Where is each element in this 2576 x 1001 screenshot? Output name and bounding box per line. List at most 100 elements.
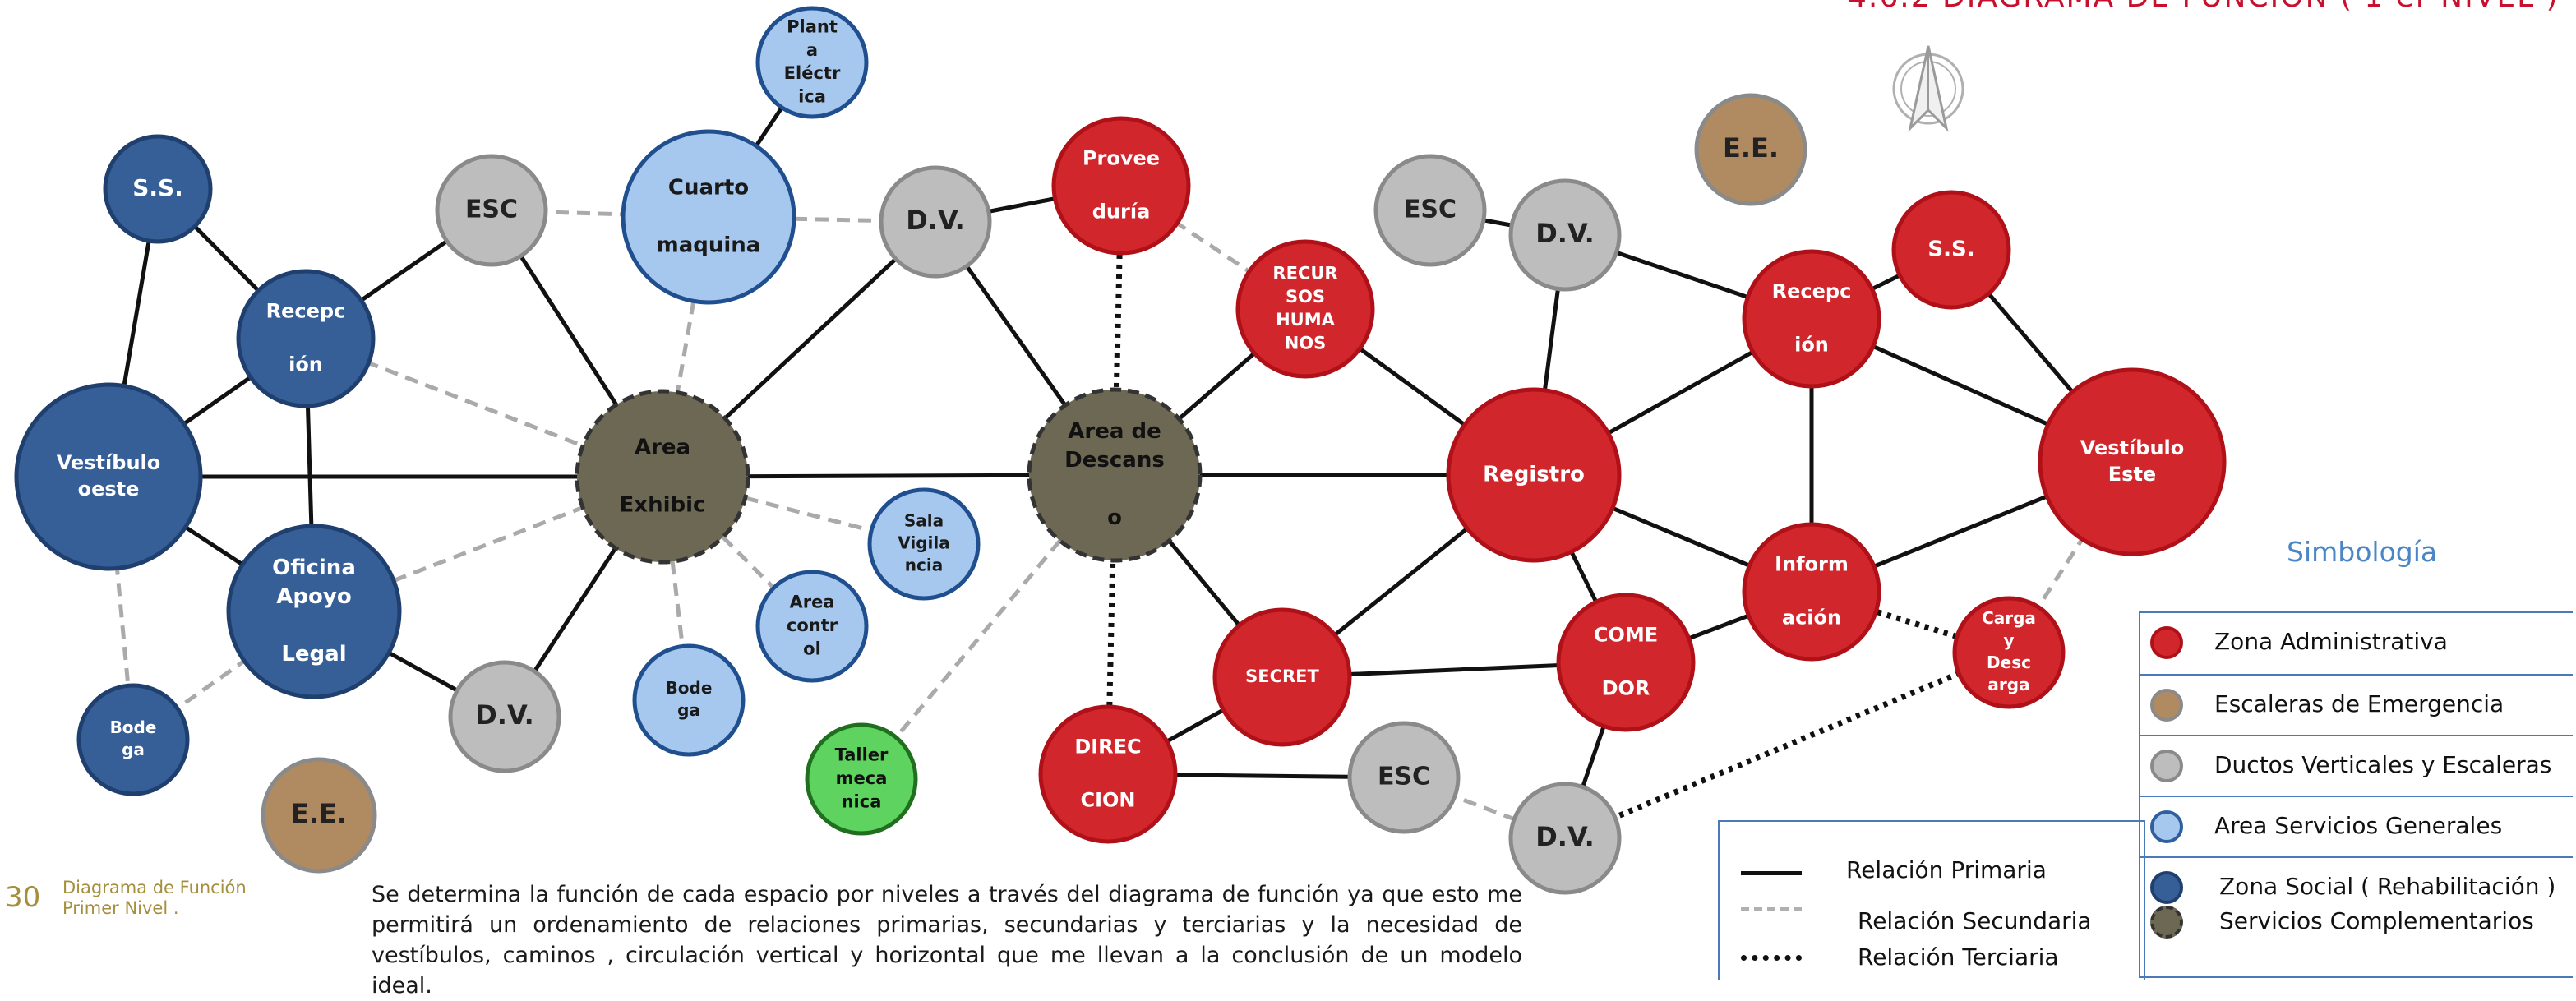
node-label: Taller: [835, 745, 889, 765]
node-label: Exhibic: [620, 493, 706, 518]
legend-item-label: Servicios Complementarios: [2219, 907, 2534, 934]
node-label: COME: [1594, 624, 1658, 647]
node-label: y: [2003, 630, 2014, 650]
legend-item-label: Escaleras de Emergencia: [2214, 690, 2504, 717]
node-label: Recepc: [1772, 280, 1852, 303]
node-label: Oficina: [272, 556, 356, 580]
edge-secundaria: [2006, 460, 2135, 654]
node-label: ESC: [465, 196, 518, 224]
legend-item: Zona Administrativa: [2140, 613, 2573, 674]
node-label: Este: [2108, 463, 2156, 486]
node-label: D.V.: [906, 205, 965, 236]
node-esc-oeste: ESC: [435, 154, 548, 267]
node-label: Sala: [904, 511, 944, 531]
node-circle: [236, 269, 376, 408]
node-circle: [755, 570, 869, 683]
node-label: Cuarto: [668, 175, 749, 200]
edge-terciaria: [1563, 649, 2010, 842]
node-label: Plant: [787, 16, 838, 36]
legend-item: Zona Social ( Rehabilitación ): [2140, 856, 2573, 919]
node-label: ESC: [1378, 763, 1430, 791]
node-label: o: [1107, 505, 1122, 530]
legend-item-label: Area Servicios Generales: [2214, 812, 2503, 839]
node-label: Bode: [110, 717, 157, 737]
node-label: ncia: [905, 556, 943, 575]
node-label: oeste: [78, 477, 140, 501]
node-label: Desc: [1987, 653, 2031, 672]
node-label: Apoyo: [276, 584, 351, 609]
node-dv-centro: D.V.: [879, 165, 992, 279]
diagram-heading: 4.6.2 DIAGRAMA DE FUNCIÓN ( 1 er NIVEL ): [1848, 0, 2560, 14]
page-number: 30: [5, 881, 41, 914]
node-label: ión: [1794, 333, 1829, 356]
node-circle: [1742, 522, 1881, 662]
primary-line-sample: [1741, 871, 1802, 875]
caption-line-2: Primer Nivel .: [62, 898, 179, 918]
node-label: ESC: [1404, 196, 1457, 224]
node-circle: [1508, 782, 1622, 895]
swatch-social-icon: [2150, 871, 2183, 904]
caption: Diagrama de Función Primer Nivel .: [62, 878, 247, 919]
node-label: ol: [803, 639, 821, 658]
node-label: ión: [289, 353, 323, 376]
description-paragraph: Se determina la función de cada espacio …: [372, 882, 1522, 999]
simbologia-title: Simbología: [2287, 536, 2438, 568]
node-label: Area: [789, 593, 834, 612]
node-label: Bode: [666, 678, 713, 698]
node-circle: [1027, 387, 1203, 563]
node-circle: [1051, 116, 1191, 256]
node-label: D.V.: [1535, 821, 1595, 852]
node-registro: Registro: [1446, 387, 1622, 563]
node-label: duría: [1092, 200, 1151, 223]
node-esc-centro: ESC: [1373, 154, 1487, 267]
node-circle: [226, 524, 402, 699]
node-label: a: [806, 40, 818, 60]
node-circle: [448, 660, 561, 773]
caption-line-1: Diagrama de Función: [62, 878, 247, 897]
node-dv-este: D.V.: [1508, 178, 1622, 292]
node-circle: [1556, 593, 1696, 732]
node-label: SOS: [1286, 287, 1325, 307]
node-label: Vigila: [898, 533, 950, 553]
legend-item: Ductos Verticales y Escaleras: [2140, 735, 2573, 797]
edge-secundaria: [660, 476, 691, 701]
node-circle: [1446, 387, 1622, 563]
node-ee-este: E.E.: [1694, 93, 1807, 206]
node-label: Area: [635, 435, 690, 459]
node-label: SECRET: [1245, 667, 1319, 686]
node-circle: [755, 6, 869, 119]
swatch-generales-icon: [2150, 810, 2183, 843]
node-label: HUMA: [1276, 310, 1336, 330]
function-diagram: S.S.RecepciónVestíbulooesteOficinaApoyoL…: [14, 6, 2227, 895]
tertiary-line-sample: [1741, 955, 1802, 961]
node-label: arga: [1987, 675, 2029, 694]
node-label: ica: [798, 87, 826, 107]
legend-item-label: Ductos Verticales y Escaleras: [2214, 751, 2552, 778]
secondary-line-sample: [1741, 907, 1802, 911]
node-circle: [867, 487, 981, 601]
node-circle: [103, 134, 213, 244]
swatch-ductos-icon: [2150, 750, 2183, 782]
swatch-complementarios-icon: [2150, 906, 2183, 939]
node-circle: [1038, 704, 1178, 844]
legend-primaria: Relación Primaria: [1846, 856, 2047, 883]
node-circle: [1212, 607, 1352, 747]
node-label: E.E.: [1723, 132, 1779, 164]
node-circle: [1891, 190, 2011, 310]
node-label: Carga: [1982, 608, 2036, 628]
node-label: Legal: [281, 642, 346, 667]
node-label: NOS: [1285, 334, 1327, 353]
node-circle: [1373, 154, 1487, 267]
node-circle: [14, 382, 203, 571]
